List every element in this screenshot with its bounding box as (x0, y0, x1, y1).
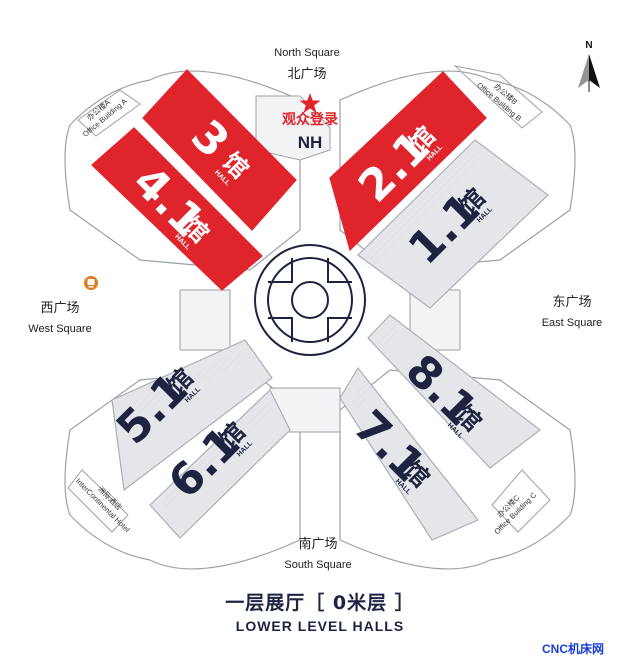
hall-shape-8-1[interactable] (367, 314, 541, 469)
south-square-en: South Square (284, 559, 351, 571)
hall-shape-6-1[interactable] (149, 389, 291, 539)
compass-label: N (585, 40, 592, 51)
south-square-cn: 南广场 (298, 536, 337, 552)
entrance-label: 观众登录 (282, 111, 338, 128)
east-square-en: East Square (542, 317, 603, 329)
west-square-en: West Square (28, 323, 91, 335)
hall-shape-3[interactable] (142, 69, 297, 231)
page-title-en: LOWER LEVEL HALLS (235, 618, 405, 634)
page-title-cn: 一层展厅［ 0米层 ］ (225, 592, 415, 614)
central-plaza (254, 244, 366, 356)
metro-icon (84, 276, 98, 290)
entrance-code: NH (298, 133, 323, 152)
visitor-entrance[interactable]: 观众登录 NH (282, 93, 338, 152)
hall-hatching (120, 152, 480, 510)
north-square-cn: 北广场 (287, 67, 326, 82)
hall-shape-4-1[interactable] (91, 127, 263, 291)
hall-shape-5-1[interactable] (111, 339, 273, 492)
square-platforms (179, 95, 461, 433)
east-square-cn: 东广场 (552, 295, 591, 310)
hall-shape-7-1[interactable] (339, 366, 479, 541)
hall-shapes (91, 69, 549, 541)
hall-shape-1-1[interactable] (357, 139, 549, 309)
star-icon (299, 93, 321, 113)
watermark: CNC机床网 (542, 642, 604, 656)
north-square-en: North Square (274, 47, 339, 59)
compass-icon: N (578, 40, 600, 92)
west-square-cn: 西广场 (40, 301, 79, 316)
hall-shape-2-1[interactable] (329, 71, 487, 252)
building-outlines (67, 65, 551, 533)
